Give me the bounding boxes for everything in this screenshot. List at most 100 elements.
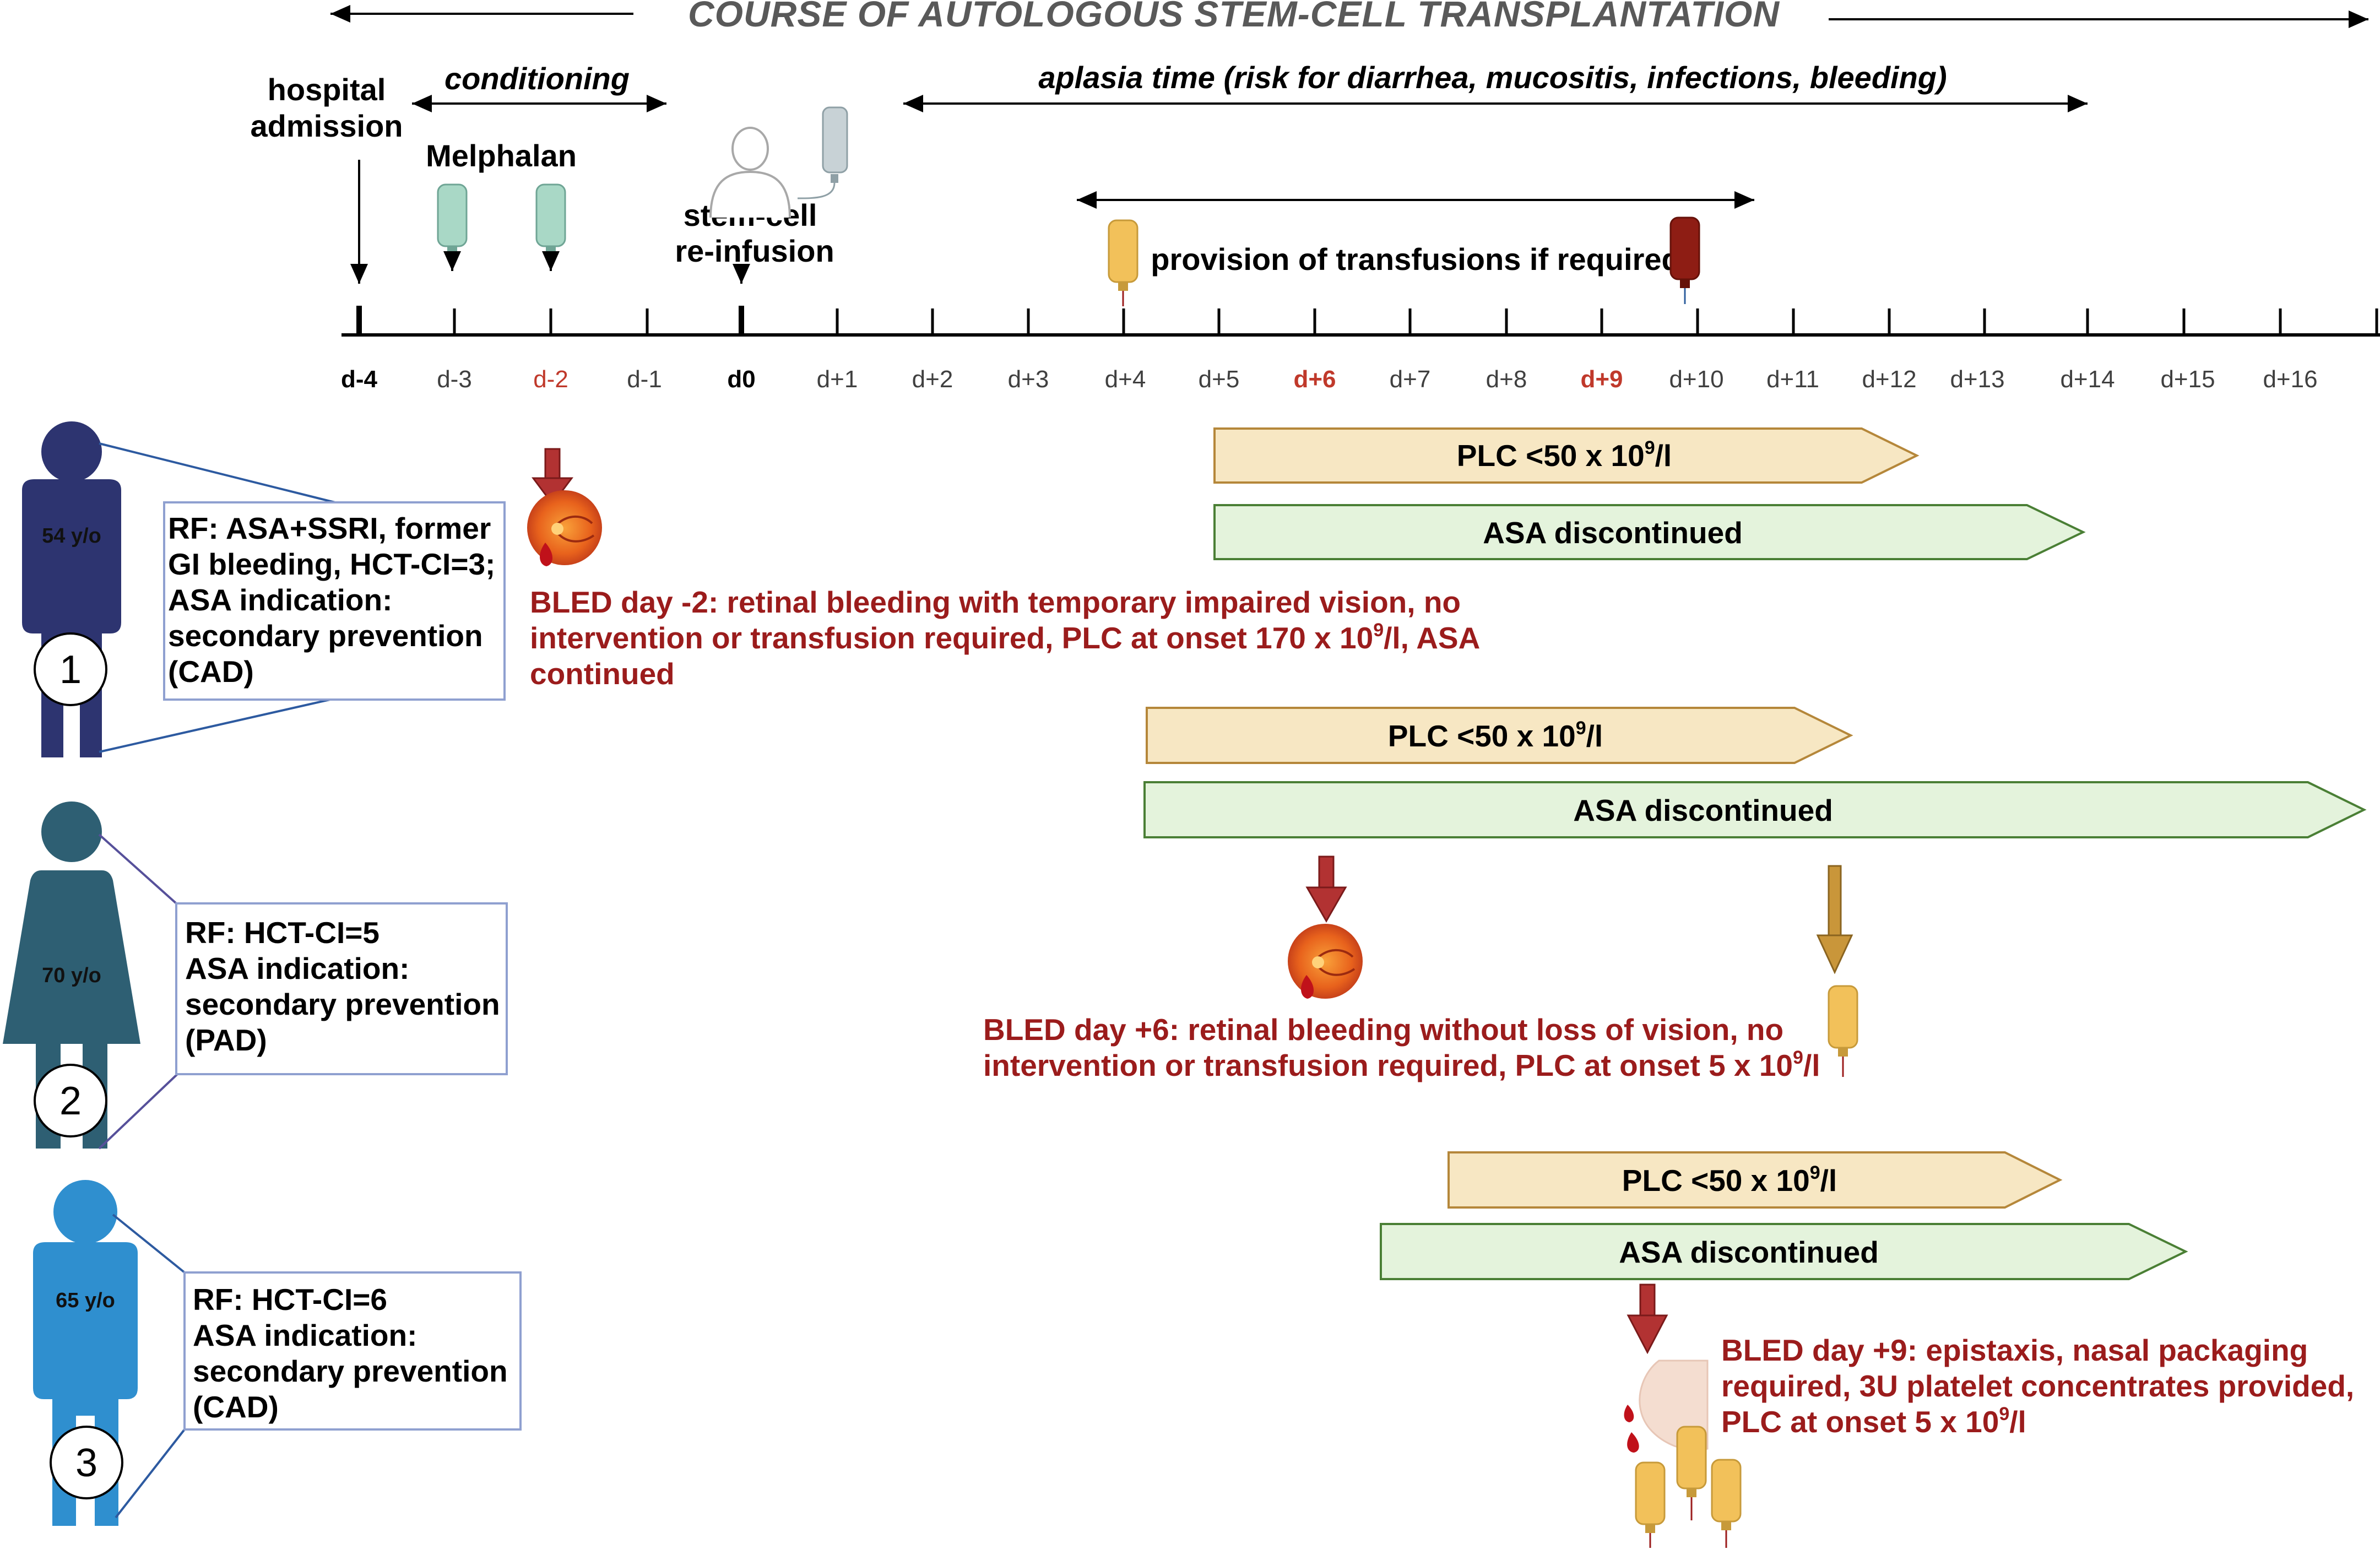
patient-2-bleed-arrow-icon xyxy=(1305,855,1347,923)
patient-3-bled-line-2: required, 3U platelet concentrates provi… xyxy=(1721,1369,2354,1403)
patient-2-group: PLC <50 x 109/l ASA discontinued 70 y/o … xyxy=(3,707,2367,1150)
patient-1-asa-bar xyxy=(1213,504,2086,560)
patient-3-rf-line-2: ASA indication: xyxy=(193,1318,417,1352)
patient-2-bled-line-2: intervention or transfusion required, PL… xyxy=(983,1047,1820,1082)
patient-3-rf-box xyxy=(183,1271,522,1431)
patient-3-platelet-bag-2-icon xyxy=(1676,1426,1707,1520)
patient-1-connector-bottom xyxy=(99,697,335,753)
patient-1-asa-label: ASA discontinued xyxy=(1483,516,1743,550)
platelet-bag-icon xyxy=(1108,219,1139,306)
timeline-day-label: d+9 xyxy=(1580,366,1623,393)
patient-3-plc-bar xyxy=(1447,1151,2063,1209)
stemcell-label-2: re-infusion xyxy=(675,234,834,268)
patient-1-figure-icon xyxy=(22,421,121,757)
melphalan-label: Melphalan xyxy=(426,138,577,173)
timeline-day-label: d-2 xyxy=(533,366,568,393)
patient-1-rf-line-4: secondary prevention xyxy=(168,619,483,653)
patient-3-platelet-bag-3-icon xyxy=(1711,1459,1742,1548)
redcell-bag-icon xyxy=(1669,216,1700,304)
patient-2-age: 70 y/o xyxy=(42,964,101,987)
melphalan-bag-2-icon xyxy=(535,183,566,271)
patient-3-rf-line-4: (CAD) xyxy=(193,1390,279,1424)
patient-3-plc-label: PLC <50 x 109/l xyxy=(1622,1162,1837,1198)
patient-3-rf-line-1: RF: HCT-CI=6 xyxy=(193,1282,387,1317)
patient-2-transfusion-arrow-icon xyxy=(1816,865,1853,974)
transfusion-label: provision of transfusions if required xyxy=(1151,242,1680,277)
timeline-day-label: d0 xyxy=(727,366,755,393)
aplasia-label: aplasia time (risk for diarrhea, mucosit… xyxy=(1038,60,1947,95)
patient-3-bleed-arrow-icon xyxy=(1627,1283,1668,1355)
timeline-ticks: d-4 d-3 d-2 d-1 d0 d+1 d+2 d+3 d+4 d+5 d+6 d+7 d+8 d+… xyxy=(341,306,2378,393)
hospital-label-2: admission xyxy=(251,109,403,143)
patient-2-retina-icon xyxy=(1288,924,1363,999)
patient-2-number: 2 xyxy=(59,1079,82,1123)
patient-2-asa-label: ASA discontinued xyxy=(1573,793,1833,827)
patient-1-retina-icon xyxy=(527,490,602,566)
patient-3-connector-top xyxy=(112,1214,186,1274)
timeline-day-label: d+7 xyxy=(1390,366,1431,393)
timeline-day-label: d-3 xyxy=(437,366,472,393)
patient-3-rf-line-3: secondary prevention xyxy=(193,1354,508,1388)
patient-1-number-circle xyxy=(34,632,107,706)
patient-2-figure-icon xyxy=(3,801,140,1149)
hospital-label-1: hospital xyxy=(268,72,386,107)
timeline-day-label: d+3 xyxy=(1008,366,1049,393)
patient-1-number: 1 xyxy=(59,648,82,692)
patient-2-plc-label: PLC <50 x 109/l xyxy=(1388,718,1603,753)
patient-3-age: 65 y/o xyxy=(56,1289,115,1312)
timeline-day-label: d+2 xyxy=(912,366,953,393)
patient-2-rf-line-4: (PAD) xyxy=(185,1023,267,1057)
patient-1-plc-label: PLC <50 x 109/l xyxy=(1457,437,1672,473)
patient-1-rf-box xyxy=(163,501,506,701)
patient-1-age: 54 y/o xyxy=(42,524,101,548)
patient-3-bled-line-1: BLED day +9: epistaxis, nasal packaging xyxy=(1721,1333,2308,1367)
patient-3-bled-line-3: PLC at onset 5 x 109/l xyxy=(1721,1404,2026,1439)
patient-3-connector-bottom xyxy=(115,1428,186,1519)
patient-1-bled-line-1: BLED day -2: retinal bleeding with tempo… xyxy=(530,585,1461,619)
timeline-day-label: d+10 xyxy=(1669,366,1723,393)
patient-silhouette-icon xyxy=(709,127,791,218)
patient-2-rf-line-1: RF: HCT-CI=5 xyxy=(185,916,380,950)
patient-1-rf-line-5: (CAD) xyxy=(168,654,254,689)
timeline-day-label: d+13 xyxy=(1950,366,2004,393)
timeline-day-label: d+1 xyxy=(817,366,858,393)
patient-2-rf-line-3: secondary prevention xyxy=(185,987,500,1021)
timeline-day-label: d+15 xyxy=(2160,366,2215,393)
patient-2-number-circle xyxy=(34,1064,107,1138)
timeline-day-label: d+8 xyxy=(1486,366,1527,393)
patient-2-bled-line-1: BLED day +6: retinal bleeding without lo… xyxy=(983,1012,1783,1047)
patient-3-number-circle xyxy=(50,1426,123,1499)
patient-2-connector-top xyxy=(98,833,177,905)
patient-1-bled-line-3: continued xyxy=(530,657,675,691)
patient-1-bled-line-2: intervention or transfusion required, PL… xyxy=(530,620,1480,655)
patient-1-rf-line-2: GI bleeding, HCT-CI=3; xyxy=(168,547,495,581)
patient-1-group: 54 y/o 1 RF: ASA+SSRI, former GI bleedin… xyxy=(22,421,2086,757)
melphalan-bag-1-icon xyxy=(437,183,468,271)
patient-3-group: PLC <50 x 109/l ASA discontinued 65 y/o … xyxy=(33,1151,2354,1548)
patient-3-asa-bar xyxy=(1380,1223,2188,1280)
timeline-day-label: d-4 xyxy=(341,366,378,393)
patient-1-rf-line-3: ASA indication: xyxy=(168,583,392,617)
timeline-day-label: d+16 xyxy=(2263,366,2317,393)
timeline-day-label: d+6 xyxy=(1293,366,1336,393)
patient-1-connector-top xyxy=(99,442,335,503)
patient-2-rf-box xyxy=(175,902,508,1075)
timeline-day-label: d+14 xyxy=(2060,366,2115,393)
patient-2-plc-bar xyxy=(1146,707,1853,764)
patient-1-bleed-arrow-icon xyxy=(532,448,573,506)
timeline-day-label: d+5 xyxy=(1199,366,1240,393)
patient-3-platelet-bag-1-icon xyxy=(1635,1461,1666,1548)
diagram-title: COURSE OF AUTOLOGOUS STEM-CELL TRANSPLAN… xyxy=(688,0,1780,34)
timeline-day-label: d+11 xyxy=(1766,366,1819,393)
timeline-day-label: d+4 xyxy=(1105,366,1146,393)
patient-3-number: 3 xyxy=(75,1441,97,1485)
patient-2-connector-bottom xyxy=(98,1073,178,1150)
patient-3-asa-label: ASA discontinued xyxy=(1619,1235,1879,1269)
conditioning-label: conditioning xyxy=(444,61,630,96)
patient-1-plc-bar xyxy=(1213,427,1920,484)
timeline-day-label: d-1 xyxy=(627,366,662,393)
patient-2-platelet-bag-icon xyxy=(1828,985,1858,1077)
timeline-day-label: d+12 xyxy=(1862,366,1916,393)
stemcell-bag-icon xyxy=(797,106,848,199)
